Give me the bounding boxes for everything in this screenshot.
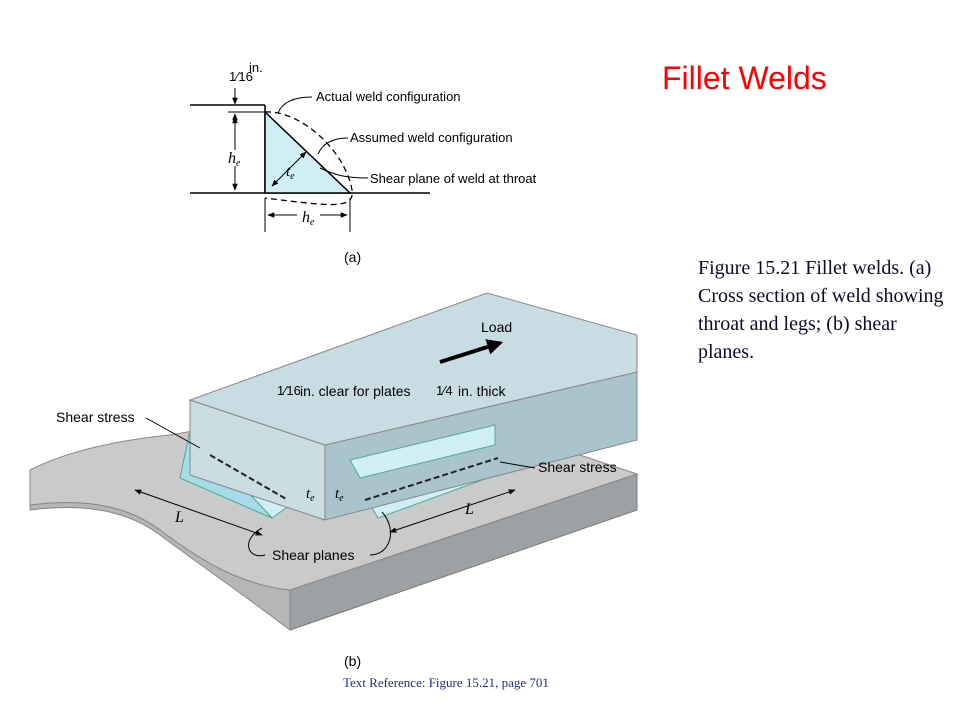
leg-symbol-horizontal-sub: e [310,217,315,228]
leg-symbol-vertical-sub: e [236,158,241,169]
label-shear-stress-left: Shear stress [56,409,135,425]
gap-fraction: 1⁄16 [229,69,253,84]
label-actual-weld: Actual weld configuration [316,89,461,104]
throat-symbol-b-right-main: t [335,486,340,502]
panel-label-a: (a) [344,249,361,265]
label-shear-plane: Shear plane of weld at throat [370,171,537,186]
text-reference: Text Reference: Figure 15.21, page 701 [343,675,549,690]
slide-title: Fillet Welds [662,60,827,96]
leg-symbol-vertical: he [228,150,241,169]
length-dim-right [389,489,516,533]
clear-fraction: 1⁄16 [277,383,301,398]
load-arrow [439,339,504,364]
throat-symbol-b-right: te [335,486,344,504]
clear-text: in. clear for plates [300,383,411,399]
leg-symbol-horizontal-main: h [302,209,310,226]
shear-arrow-right [364,457,499,501]
figure-caption: Figure 15.21 Fillet welds. (a) Cross sec… [698,257,944,363]
panel-label-b: (b) [344,653,361,669]
load-label: Load [481,319,512,335]
length-label-right: L [464,501,474,518]
figure-a-cross-section: 1⁄16 in. Actual weld configuration Assum… [190,60,537,265]
upper-plate-top-face [188,292,638,446]
clear-suffix: 1⁄4 [436,383,453,398]
label-shear-planes: Shear planes [272,547,355,563]
throat-symbol-b-right-sub: e [339,493,344,504]
clear-end: in. thick [458,383,506,399]
length-dim-left [134,489,263,536]
throat-symbol-b-left-main: t [306,486,311,502]
throat-symbol-a: te [286,164,295,182]
gap-unit: in. [249,60,263,75]
throat-symbol-b-left: te [306,486,315,504]
throat-symbol-b-left-sub: e [310,493,315,504]
throat-symbol-a-main: t [286,164,291,180]
throat-dimension [271,151,307,187]
shear-arrow-left [209,454,289,501]
throat-symbol-a-sub: e [290,171,295,182]
label-assumed-weld: Assumed weld configuration [350,130,513,145]
label-shear-stress-right: Shear stress [538,459,617,475]
leg-symbol-horizontal: he [302,209,315,228]
leader-shear-right [499,461,536,469]
figure-b-isometric: Load 1⁄16 in. clear for plates 1⁄4 in. t… [29,292,639,669]
leader-actual [277,96,313,114]
length-label-left: L [174,509,184,526]
weld-right-top [349,424,496,479]
leader-shear-left [145,417,201,449]
leader-shear-planes-right [369,511,391,556]
leader-assumed [317,137,349,155]
actual-weld-outline [264,111,353,206]
leg-symbol-vertical-main: h [228,150,236,167]
leader-shear-plane [319,167,369,179]
